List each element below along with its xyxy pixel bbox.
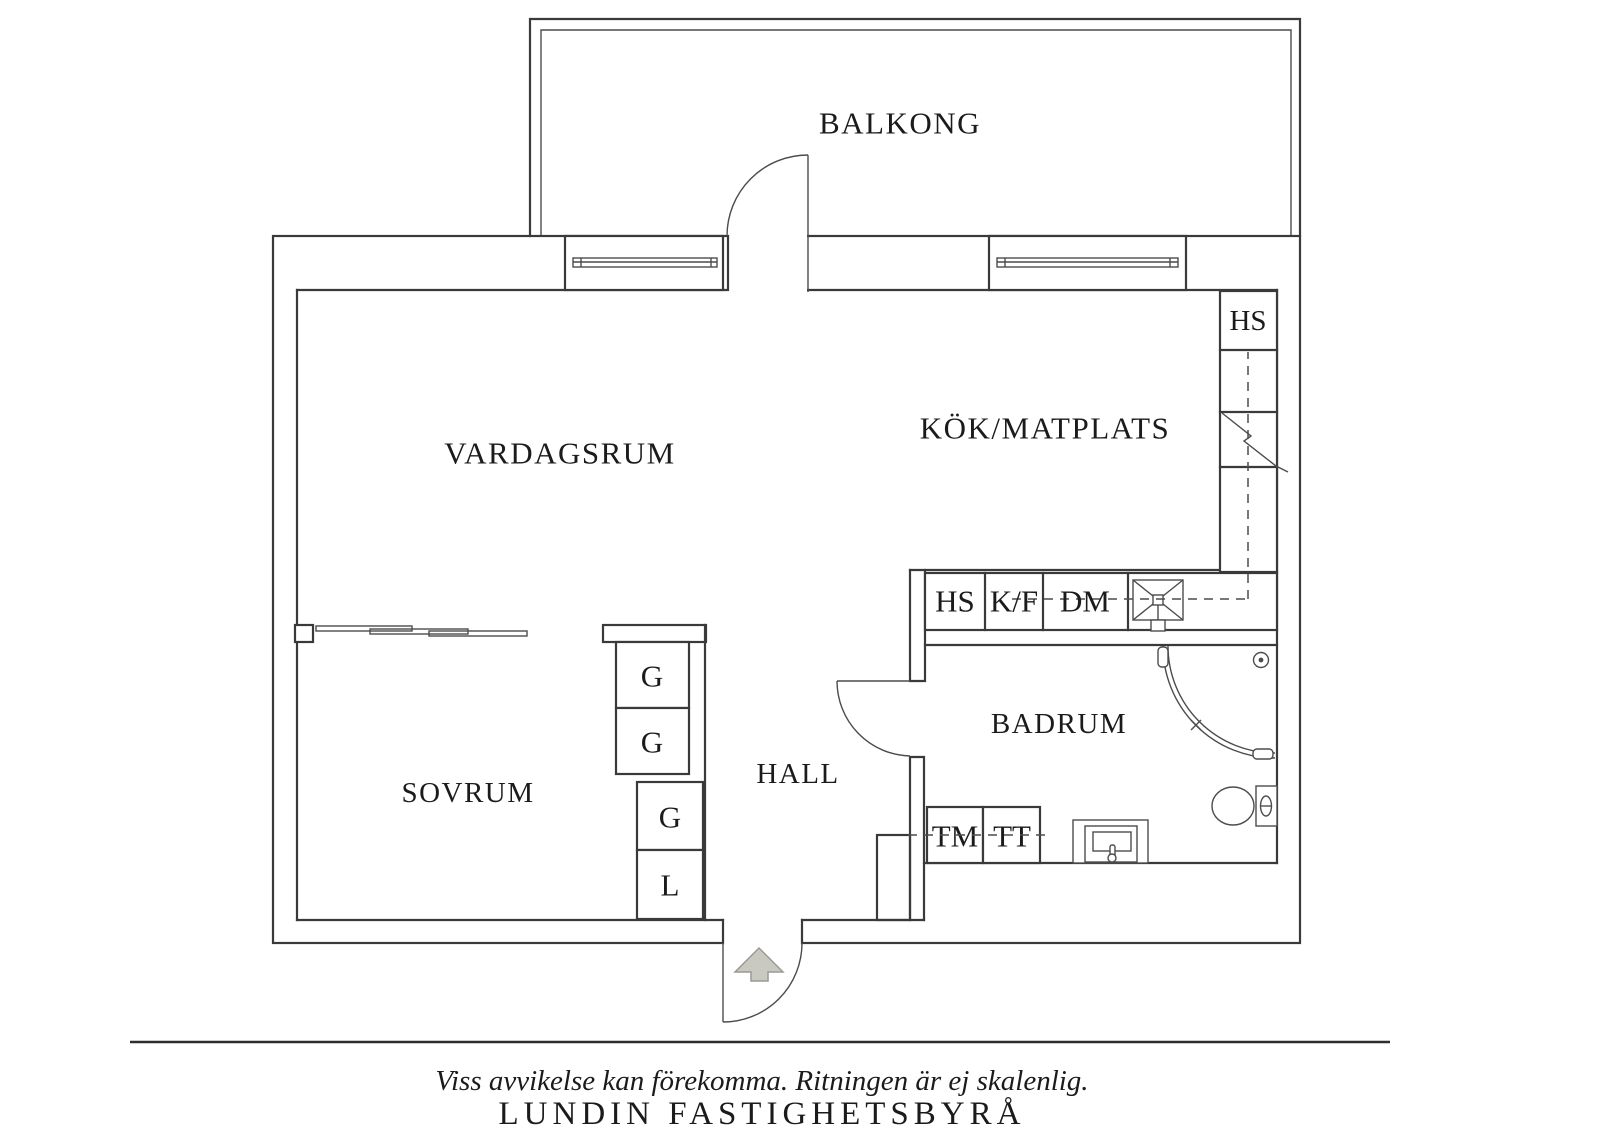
toilet — [1211, 785, 1278, 827]
footer-agency: LUNDIN FASTIGHETSBYRÅ — [499, 1095, 1026, 1132]
closet-l-box — [635, 848, 705, 921]
entry-opening — [724, 940, 801, 946]
room-label-vardagsrum: VARDAGSRUM — [444, 436, 676, 471]
kitchen-counter-dashes — [1012, 352, 1249, 600]
room-label-hall: HALL — [756, 758, 839, 790]
kitchen-sink — [1132, 579, 1184, 632]
unit-label-g1: G — [641, 659, 663, 694]
entry-door — [721, 918, 804, 1023]
bedroom-walls — [293, 623, 708, 922]
closet-g3-box — [635, 780, 705, 852]
room-label-kok: KÖK/MATPLATS — [920, 411, 1171, 446]
wall-stub — [601, 623, 708, 644]
balcony-door — [726, 154, 809, 292]
window-left — [563, 234, 725, 292]
balcony — [528, 17, 1302, 238]
unit-label-dm: DM — [1060, 584, 1110, 619]
room-label-balkong: BALKONG — [819, 106, 981, 141]
shower-head-icon — [1252, 651, 1270, 669]
closet-g2-box — [614, 706, 691, 776]
closets — [614, 640, 705, 921]
shower — [1157, 645, 1276, 760]
washbasin — [1072, 819, 1149, 864]
bathroom-door — [836, 680, 911, 757]
unit-label-hs: HS — [935, 584, 975, 619]
unit-label-l: L — [661, 868, 680, 903]
room-label-sovrum: SOVRUM — [401, 777, 534, 809]
room-label-badrum: BADRUM — [991, 708, 1127, 740]
wall-notch — [293, 623, 315, 644]
kitchen-cabinet-row — [923, 571, 1279, 632]
unit-label-hs-tall: HS — [1229, 305, 1266, 337]
unit-label-g3: G — [659, 800, 681, 835]
unit-label-kf: K/F — [990, 584, 1038, 619]
unit-label-tm: TM — [932, 819, 979, 854]
bathroom-walls — [875, 643, 1279, 922]
balcony-door-opening — [727, 233, 807, 293]
unit-label-g2: G — [641, 725, 663, 760]
shower-door-handle — [1190, 719, 1202, 731]
entry-arrow-icon — [733, 946, 785, 982]
duct-shaft — [875, 833, 912, 922]
closet-g1-box — [614, 640, 691, 710]
window-right — [987, 234, 1188, 292]
footer-disclaimer: Viss avvikelse kan förekomma. Ritningen … — [435, 1065, 1088, 1097]
sliding-door-panel — [428, 630, 528, 637]
counter-break-symbol — [1221, 412, 1289, 473]
unit-label-tt: TT — [993, 819, 1031, 854]
